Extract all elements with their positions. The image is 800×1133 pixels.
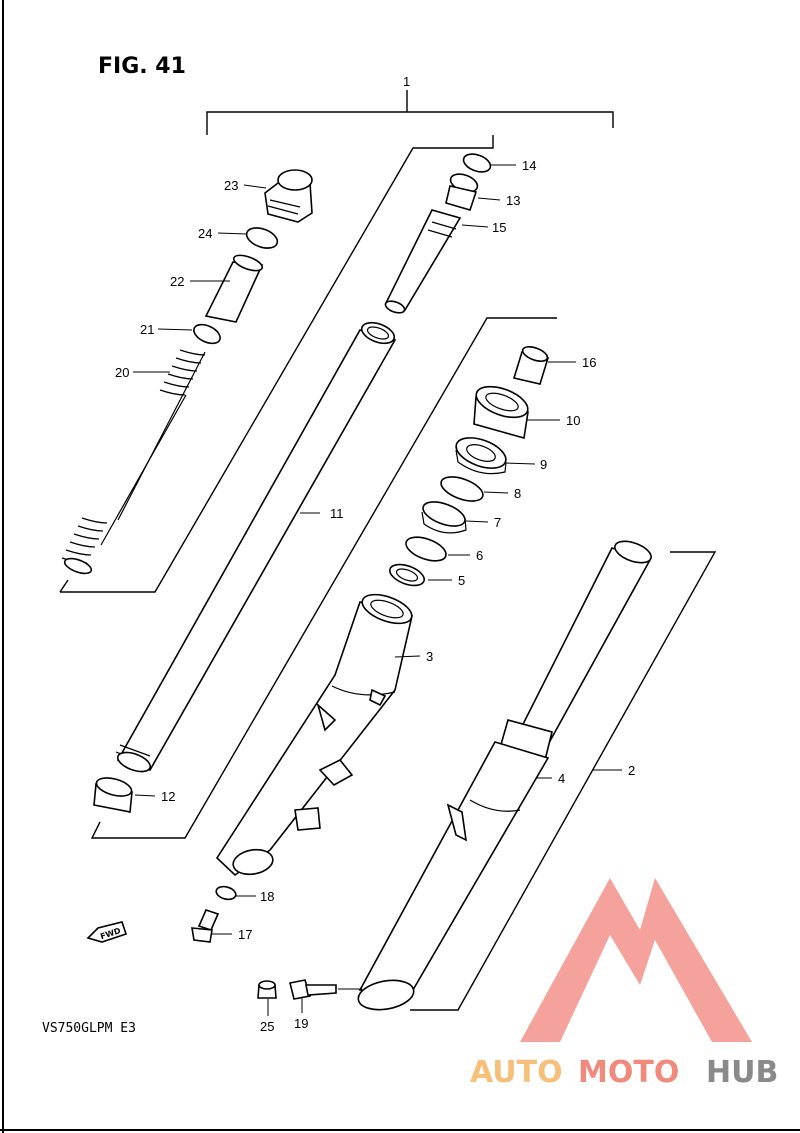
part-24-o-ring bbox=[245, 227, 279, 249]
fwd-arrow-icon: FWD bbox=[86, 921, 128, 943]
callout-9: 9 bbox=[540, 457, 547, 472]
part-7-oil-seal-washer bbox=[421, 501, 467, 534]
callout-2: 2 bbox=[628, 763, 635, 778]
callout-12: 12 bbox=[161, 789, 175, 804]
part-15-damper-rod bbox=[384, 209, 462, 314]
figure-title: FIG. 41 bbox=[98, 54, 186, 79]
part-18-gasket bbox=[215, 885, 237, 901]
part-9-oil-seal bbox=[455, 437, 507, 475]
part-22-spacer bbox=[204, 254, 264, 323]
watermark-auto: AUTO bbox=[470, 1055, 563, 1090]
callout-15: 15 bbox=[492, 220, 506, 235]
part-23-cap-bolt bbox=[264, 169, 313, 223]
part-20-spring bbox=[61, 349, 206, 575]
part-12-bushing bbox=[93, 777, 133, 813]
model-code: VS750GLPM E3 bbox=[42, 1021, 136, 1036]
callout-10: 10 bbox=[566, 413, 580, 428]
callout-numbers: 1 2 3 4 5 6 7 8 9 10 11 12 13 14 15 16 1… bbox=[115, 74, 635, 1034]
callout-13: 13 bbox=[506, 193, 520, 208]
watermark-hub: HUB bbox=[706, 1055, 778, 1090]
part-25-cap bbox=[257, 980, 277, 999]
callout-24: 24 bbox=[198, 226, 212, 241]
automotohub-logo: AUTO MOTO HUB bbox=[470, 878, 778, 1090]
callout-20: 20 bbox=[115, 365, 129, 380]
part-8-clip bbox=[440, 476, 484, 502]
callout-8: 8 bbox=[514, 486, 521, 501]
callout-6: 6 bbox=[476, 548, 483, 563]
watermark-moto: MOTO bbox=[578, 1055, 679, 1090]
part-19-bolt bbox=[289, 979, 337, 1000]
callout-21: 21 bbox=[140, 322, 154, 337]
group-bracket-center bbox=[90, 317, 557, 839]
part-5-bushing bbox=[389, 563, 425, 587]
callout-17: 17 bbox=[238, 927, 252, 942]
part-16-cylinder bbox=[512, 346, 550, 385]
callout-16: 16 bbox=[582, 355, 596, 370]
callout-18: 18 bbox=[260, 889, 274, 904]
part-13-rod-head bbox=[445, 173, 479, 211]
leader-lines bbox=[133, 164, 622, 1016]
part-11-inner-tube bbox=[115, 321, 397, 773]
part-3-outer-tube bbox=[215, 593, 413, 877]
callout-22: 22 bbox=[170, 274, 184, 289]
callout-7: 7 bbox=[494, 515, 501, 530]
callout-4: 4 bbox=[558, 771, 565, 786]
callout-14: 14 bbox=[522, 158, 536, 173]
callout-23: 23 bbox=[224, 178, 238, 193]
callout-1: 1 bbox=[403, 74, 410, 89]
part-14-ring bbox=[462, 153, 492, 173]
part-6-ring bbox=[405, 536, 447, 562]
callout-3: 3 bbox=[426, 649, 433, 664]
part-2-right-fork-assembly bbox=[357, 540, 652, 1011]
group-bracket-right bbox=[410, 551, 717, 1011]
part-17-bolt bbox=[191, 909, 220, 943]
part-10-dust-seal bbox=[473, 385, 529, 440]
assembly-bracket-1 bbox=[206, 90, 614, 135]
group-bracket-upper bbox=[60, 135, 494, 593]
callout-19: 19 bbox=[294, 1016, 308, 1031]
callout-5: 5 bbox=[458, 573, 465, 588]
part-21-washer bbox=[193, 323, 221, 345]
callout-25: 25 bbox=[260, 1019, 274, 1034]
callout-11: 11 bbox=[330, 506, 344, 521]
